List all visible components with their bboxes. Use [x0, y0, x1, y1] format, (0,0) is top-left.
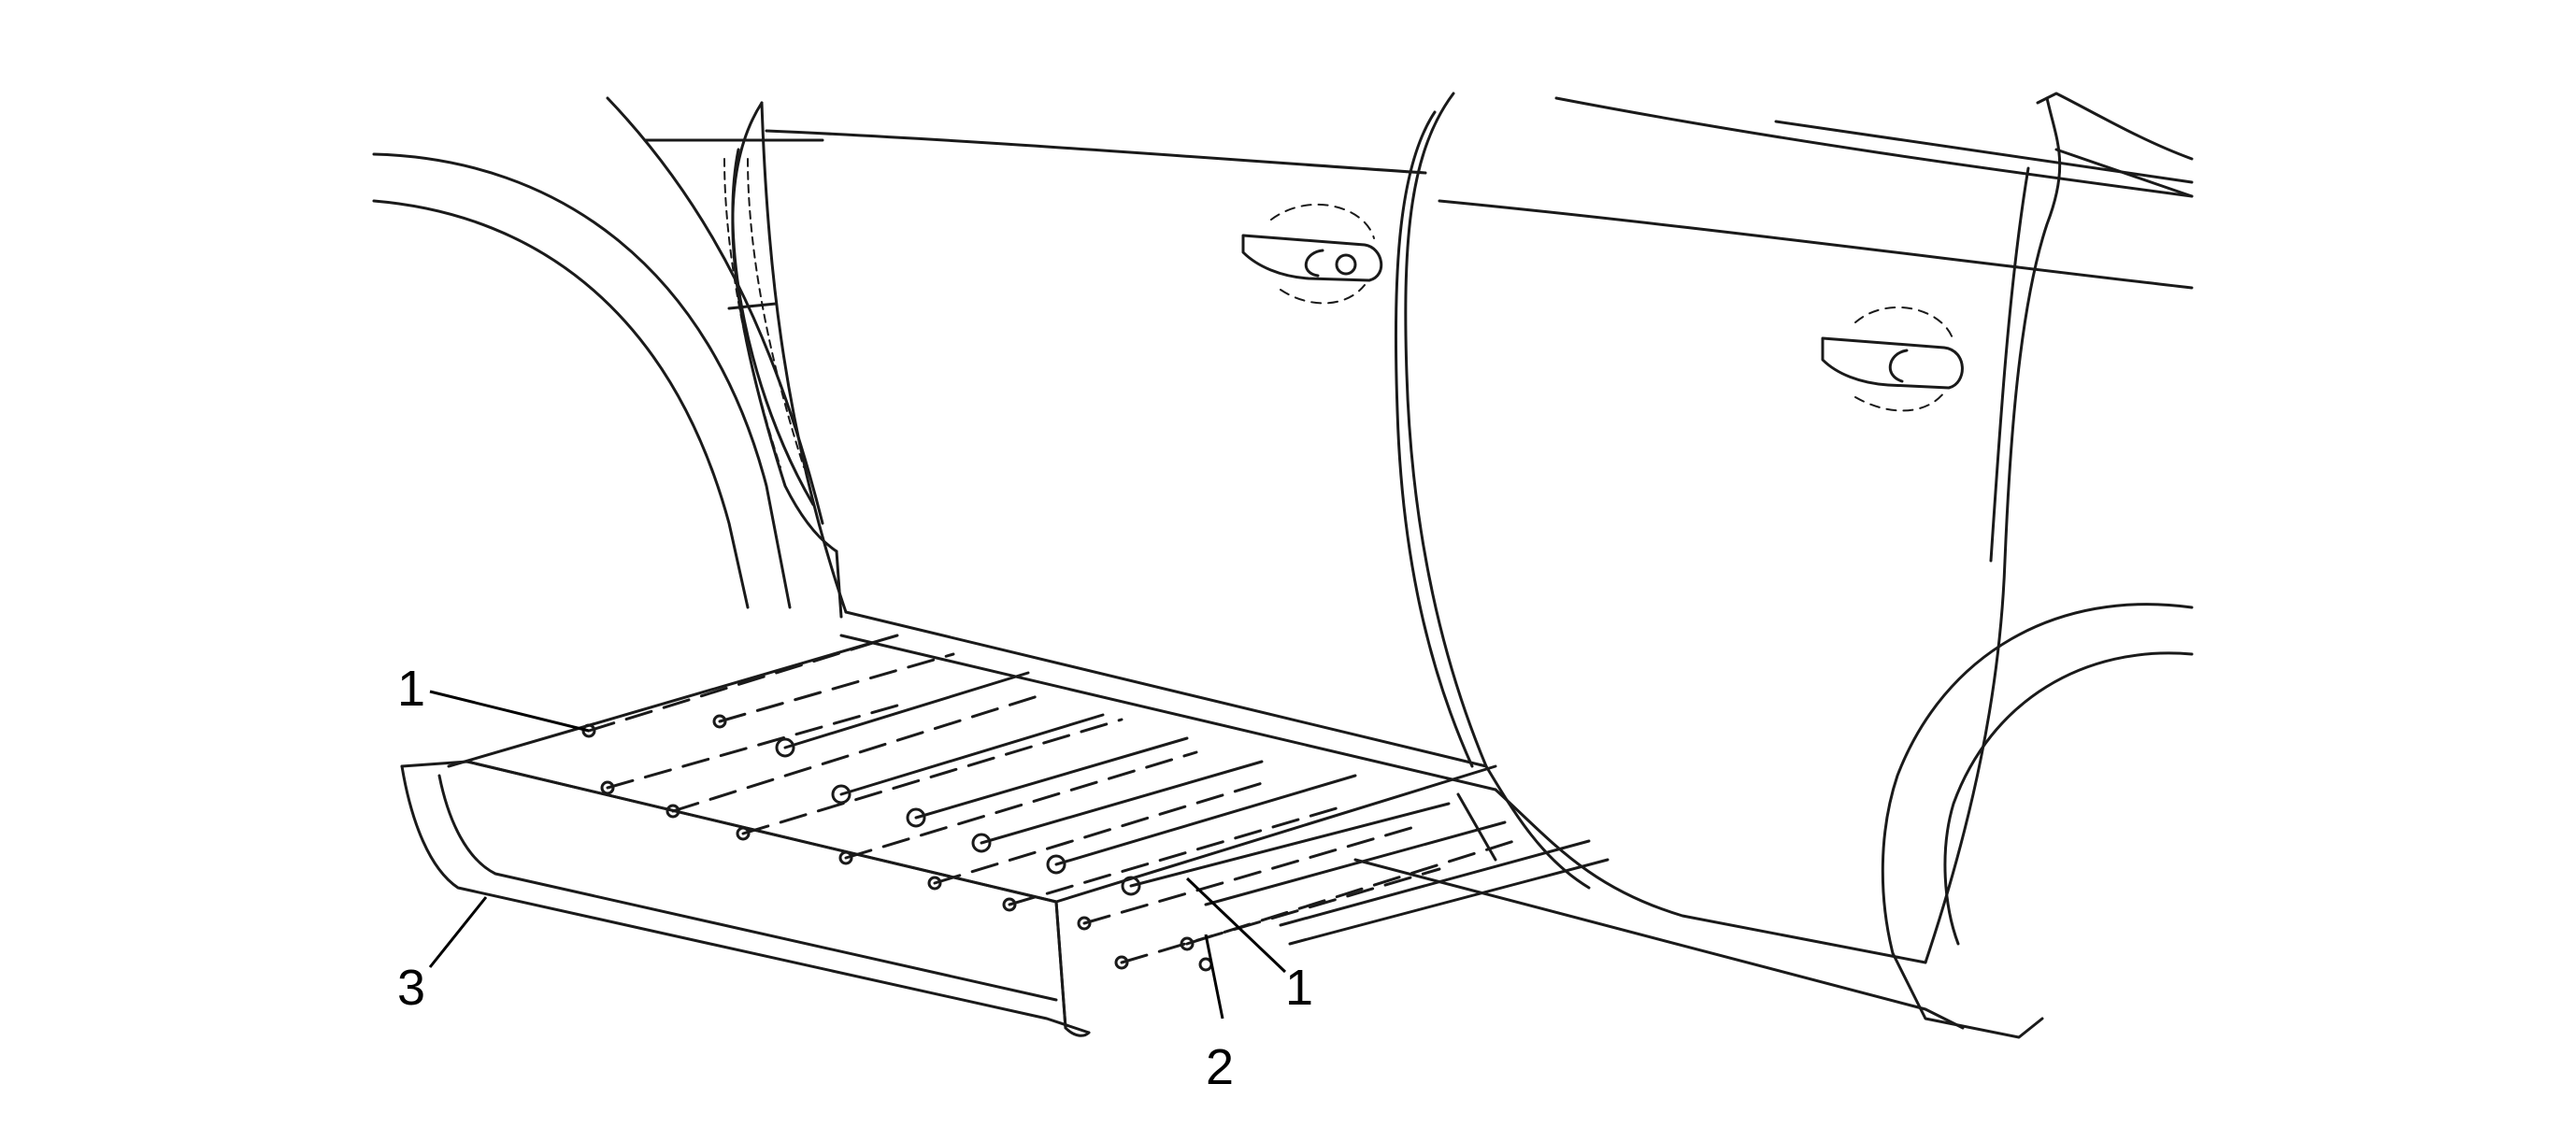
fender-vent-grille: [723, 101, 843, 619]
callout-1-upper: 1: [397, 661, 425, 717]
fastener-guide-lines: [587, 636, 1610, 964]
rear-door-handle: [1821, 306, 1964, 412]
rocker-sill: [839, 610, 1965, 1030]
callout-2: 2: [1206, 1039, 1234, 1095]
rear-quarter-panel: [1881, 92, 2194, 1039]
callout-3: 3: [397, 960, 425, 1016]
rear-door: [1438, 96, 2194, 964]
leader-lines: [428, 690, 1287, 1020]
front-door-handle: [1241, 203, 1383, 305]
callout-1-lower: 1: [1285, 960, 1313, 1016]
front-door: [760, 92, 1488, 768]
front-fender: [372, 96, 824, 609]
rocker-molding: [400, 634, 1497, 1037]
